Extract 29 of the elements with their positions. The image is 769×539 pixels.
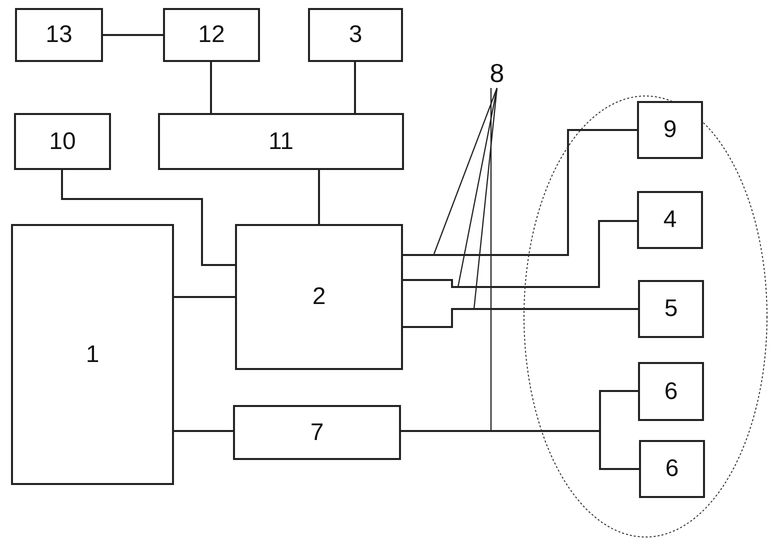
numbered-block: 5 <box>638 280 704 338</box>
numbered-block: 3 <box>308 8 403 62</box>
numbered-block: 13 <box>15 8 103 62</box>
connecting-line <box>403 308 638 328</box>
connecting-line <box>61 170 235 266</box>
numbered-block: 10 <box>14 113 111 170</box>
numbered-block: 9 <box>637 101 703 159</box>
connecting-line <box>318 170 320 224</box>
connecting-line <box>403 129 637 256</box>
leader-line <box>433 88 498 254</box>
numbered-block: 2 <box>235 224 403 370</box>
connecting-line <box>174 296 235 298</box>
numbered-block: 12 <box>163 8 260 62</box>
connecting-line <box>174 430 233 432</box>
callout-number: 8 <box>484 58 510 88</box>
connecting-line <box>401 430 639 470</box>
numbered-block: 7 <box>233 405 401 460</box>
numbered-block: 6 <box>639 440 705 498</box>
connecting-line <box>403 220 637 288</box>
leader-line <box>473 88 498 310</box>
numbered-block: 1 <box>11 224 174 485</box>
numbered-block: 11 <box>158 113 404 170</box>
connecting-line <box>354 62 356 113</box>
connecting-line <box>210 62 212 113</box>
numbered-block: 4 <box>637 191 703 249</box>
numbered-block: 6 <box>638 362 704 421</box>
leader-line <box>457 88 498 288</box>
connecting-line <box>103 34 163 36</box>
leader-line <box>490 88 492 431</box>
